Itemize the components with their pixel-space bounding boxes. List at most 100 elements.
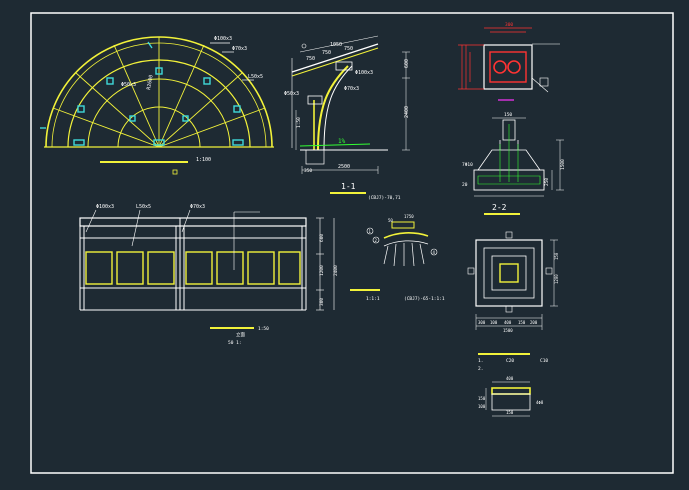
footing-detail-ring2: [491, 255, 527, 291]
plan-label-d: Φ50x3: [121, 82, 136, 88]
footing-detail-note-d: C10: [540, 358, 548, 364]
section-label-c: Φ70x3: [344, 86, 359, 92]
section-dim-top-a: 1050: [330, 42, 342, 48]
section-slope-label: 1%: [338, 138, 346, 145]
footing-bolt-right: [507, 60, 521, 74]
section-roof-line: [291, 43, 379, 73]
elevation-scale: 1:50: [258, 326, 269, 332]
footing-detail-mark-right: [545, 267, 553, 275]
footing-detail-mark-left: [467, 267, 475, 275]
footing-plan-red-dims: [458, 27, 532, 90]
elevation-dim-a: 600: [319, 234, 325, 242]
detail-1: 1 2 4 50 1750 1:1:1 (CBJ7)-65-1:1:1: [350, 214, 445, 302]
footing-detail-note-b: 2.: [478, 366, 483, 372]
section-knee-brace: [335, 61, 353, 71]
section-1-1: 1% 1050 750 750 750 600 2400 2500 350 1:…: [284, 35, 410, 201]
elevation-label-b: L50x5: [136, 204, 151, 210]
section-dim-top-b: 750: [306, 56, 315, 62]
section-label-a: Φ50x3: [284, 91, 299, 97]
plan-nodes: [40, 41, 244, 146]
elevation-leaders: [85, 209, 335, 311]
footing-detail-dim-d: 100: [490, 320, 498, 325]
section22-rebar-bars: [499, 124, 519, 182]
section-dim-right-a: 600: [404, 59, 410, 68]
footing-detail-note-c: C20: [506, 358, 514, 364]
section-dim-left-a: 350: [304, 168, 312, 174]
section-note: (CBJ7)-70,71: [368, 195, 401, 201]
section-dim-left-b: 1:50: [296, 117, 302, 128]
detail1-marker-b-circle: [372, 236, 380, 244]
section22-dim-a: 150: [504, 112, 512, 118]
elevation-dim-d: 300: [319, 298, 325, 306]
section-dim-top-d: 750: [344, 46, 353, 52]
elevation-dim-c: 2400: [333, 265, 339, 276]
section22-rebar-mesh: [477, 175, 541, 185]
section-dim-bottom: 2500: [338, 164, 350, 170]
detail1-dim-a: 50: [388, 218, 393, 223]
detail1-marker-a-circle: [366, 227, 374, 235]
detail1-cap: [391, 221, 415, 229]
footing-detail-dim-g: 1200: [554, 274, 559, 284]
plan-scale: 1:100: [196, 157, 211, 163]
footing-plan-outline: [483, 44, 533, 90]
small-detail-dim-d: 150: [506, 410, 514, 415]
footing-detail-dim-a: 300: [478, 320, 486, 325]
plan-label-e: R2600: [146, 74, 155, 90]
footing-detail-dim-c: 1500: [503, 328, 513, 333]
section22-dim-c: 250: [544, 178, 550, 186]
detail1-caption-b: (CBJ7)-65-1:1:1: [404, 296, 445, 302]
detail1-inner-arc: [383, 240, 429, 247]
elevation-label-c: Φ70x3: [190, 204, 205, 210]
section22-title: 2-2: [492, 203, 507, 212]
footing-plan-callout: [539, 77, 549, 87]
section-label-b: Φ100x3: [355, 70, 373, 76]
elevation-posts: [79, 218, 307, 310]
section22-dims: [474, 117, 564, 197]
footing-plan-red-outline: [489, 51, 527, 83]
section22-label-b: 20: [462, 182, 468, 188]
footing-detail-mark-top: [505, 231, 513, 239]
elevation-dim-b: 1200: [319, 265, 325, 276]
section-dimension-lines: [295, 35, 410, 174]
footing-detail-ring1: [483, 247, 535, 299]
section-column-head: [307, 95, 323, 105]
small-detail-dim-c: 100: [478, 404, 486, 409]
footing-detail-note-a: 1.: [478, 358, 483, 364]
detail1-outer-arc: [383, 232, 429, 239]
detail1-dim-b: 1750: [404, 214, 414, 219]
detail1-marker-b: 2: [375, 238, 378, 243]
footing-detail-dims: [475, 239, 558, 330]
elevation-label-a: Φ100x3: [96, 204, 114, 210]
detail1-ribs: [383, 242, 425, 267]
small-detail-dim-b: 150: [478, 396, 486, 401]
section-column-curve: [317, 65, 349, 151]
footing-bolt-left: [493, 60, 507, 74]
elevation-caption-a: 立面: [236, 331, 245, 338]
small-detail: 400 150 100 150 4Φ8: [478, 376, 544, 417]
detail1-marker-a: 1: [369, 229, 372, 234]
elevation-caption-b: 50 1:: [228, 340, 242, 346]
footing-plan-dim: 300: [505, 22, 513, 28]
plan-radial-ribs: [46, 37, 272, 148]
section22-label-a: 7Φ10: [462, 162, 473, 168]
small-detail-dim-a: 400: [506, 376, 514, 381]
detail1-caption-a: 1:1:1: [366, 296, 380, 302]
detail1-marker-c-circle: [430, 248, 438, 256]
section-footing: [305, 149, 325, 165]
section-dim-right-b: 2400: [404, 106, 410, 118]
plan-leaders: [210, 42, 254, 81]
plan-label-b: Φ70x3: [232, 46, 247, 52]
section-title: 1-1: [341, 182, 356, 191]
plan-label-a: Φ100x3: [214, 36, 232, 42]
detail1-marker-c: 4: [433, 250, 436, 255]
elevation-panels: [85, 251, 301, 285]
section-2-2: 150 1500 250 7Φ10 20 2-2: [462, 112, 566, 215]
footing-detail-dim-e: 150: [518, 320, 526, 325]
section-marker: [301, 43, 307, 49]
footing-detail-column: [499, 263, 519, 283]
drawing-frame: [30, 12, 674, 474]
section-roof-edge: [291, 47, 379, 77]
plan-mark: [172, 169, 178, 175]
footing-plan: 300: [458, 22, 560, 101]
section22-dim-b: 1500: [560, 159, 566, 170]
